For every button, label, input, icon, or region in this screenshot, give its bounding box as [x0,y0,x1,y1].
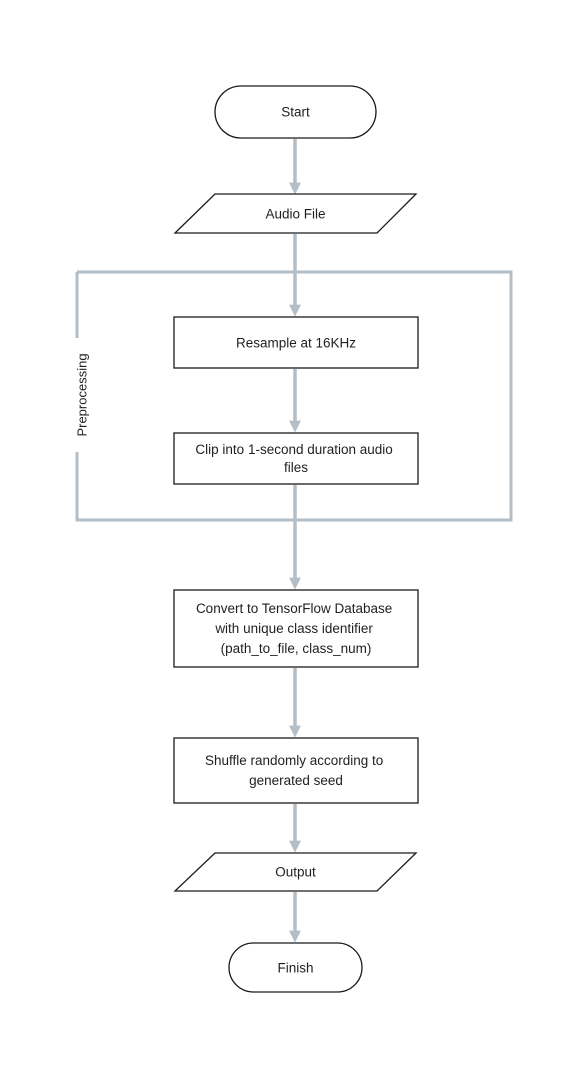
convert-label-line-3: (path_to_file, class_num) [221,641,372,656]
shuffle-label: Shuffle randomly according to generated … [205,753,387,788]
output-node: Output [173,852,418,892]
start-node: Start [214,85,377,139]
convert-label-line-1: Convert to TensorFlow Database [196,601,392,616]
clip-label-line-1: Clip into 1-second duration audio [195,442,392,457]
convert-box [173,589,419,668]
audio-file-shape [173,193,418,234]
resample-node: Resample at 16KHz [173,316,419,369]
output-label: Output [275,865,316,880]
shuffle-label-line-1: Shuffle randomly according to [205,753,383,768]
convert-label-line-2: with unique class identifier [214,621,373,636]
audio-file-node: Audio File [173,193,418,234]
resample-label: Resample at 16KHz [236,336,356,351]
clip-label: Clip into 1-second duration audio files [195,442,396,475]
clip-box [173,432,419,485]
clip-node: Clip into 1-second duration audio files [173,432,419,485]
shuffle-label-line-2: generated seed [249,773,343,788]
preprocessing-label: Preprocessing [75,353,90,436]
shuffle-box [173,737,419,804]
finish-node: Finish [228,942,363,993]
convert-node: Convert to TensorFlow Database with uniq… [173,589,419,668]
finish-label: Finish [277,961,313,976]
audio-file-label: Audio File [265,207,325,222]
convert-label: Convert to TensorFlow Database with uniq… [196,601,396,656]
preprocessing-group: Preprocessing [75,270,513,522]
finish-terminal [228,942,363,993]
output-shape [173,852,418,892]
shuffle-node: Shuffle randomly according to generated … [173,737,419,804]
start-terminal [214,85,377,139]
resample-box [173,316,419,369]
clip-label-line-2: files [284,460,308,475]
start-label: Start [281,105,310,120]
preprocessing-frame [75,270,513,522]
